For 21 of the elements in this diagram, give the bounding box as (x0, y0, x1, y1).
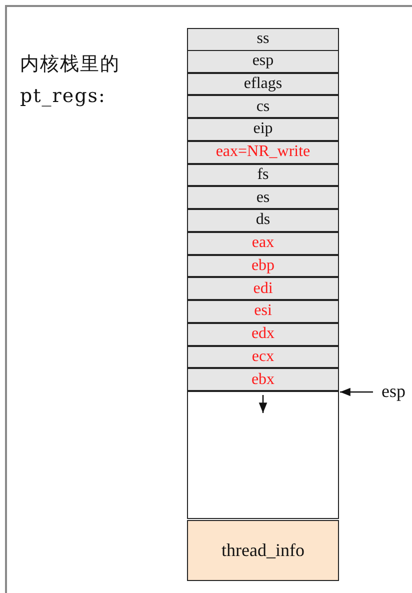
register-cell: ebx (187, 368, 339, 391)
register-cell: edi (187, 277, 339, 300)
register-cell: eax (187, 232, 339, 254)
register-cell: ds (187, 209, 339, 232)
register-cell: eflags (187, 72, 339, 96)
register-cell: esi (187, 300, 339, 323)
register-cell: cs (187, 95, 339, 118)
register-cell: ecx (187, 346, 339, 368)
register-cell: es (187, 186, 339, 209)
register-cell: fs (187, 164, 339, 186)
pointer-label: esp (375, 380, 412, 402)
arrow (340, 388, 373, 396)
register-cell: ss (187, 28, 339, 51)
register-cell: esp (187, 50, 339, 72)
register-cell: ebp (187, 254, 339, 278)
caption-text: 内核栈里的 pt_regs: (20, 52, 121, 109)
register-cell: eax=NR_write (187, 140, 339, 164)
stack-space-box (187, 391, 339, 519)
register-cell: edx (187, 322, 339, 346)
register-cell: eip (187, 118, 339, 141)
thread-info-box: thread_info (187, 520, 339, 581)
